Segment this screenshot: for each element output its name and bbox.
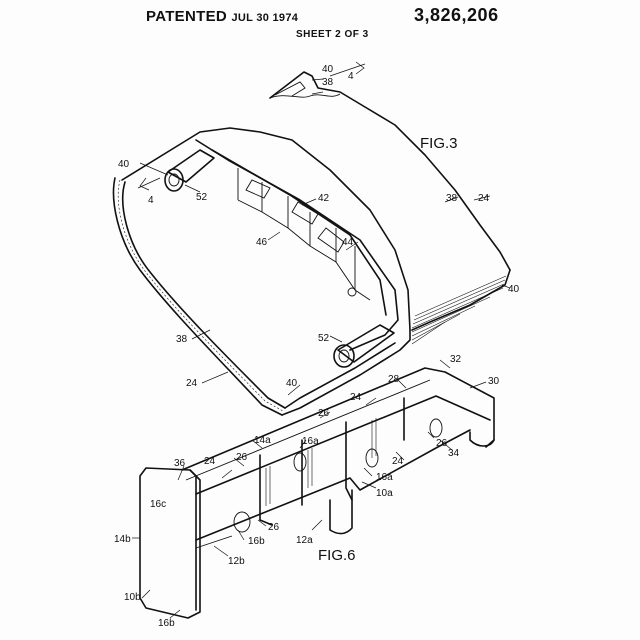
section-mark-top: 4 <box>348 71 354 82</box>
fig6-label: FIG.6 <box>318 547 356 564</box>
ref-52-top: 52 <box>196 192 208 203</box>
ref-26-b: 26 <box>436 438 448 449</box>
ref-10b: 10b <box>124 592 141 603</box>
ref-16a-b: 16a <box>376 472 393 483</box>
fig6-leg-right <box>469 431 495 447</box>
fig3-rail <box>195 139 399 351</box>
fig6-end-panel <box>139 467 201 619</box>
ref-12a: 12a <box>296 535 313 546</box>
ref-16b-a: 16b <box>248 536 265 547</box>
ref-34: 34 <box>448 448 460 459</box>
fig3-torn-edge <box>269 93 341 99</box>
ref-40-top: 40 <box>322 64 334 75</box>
fig3-end-boss-bottom <box>333 324 395 368</box>
patented-date: JUL 30 1974 <box>231 12 299 24</box>
ref-14a: 14a <box>254 435 271 446</box>
patent-number: 3,826,206 <box>414 5 499 25</box>
ref-38-right: 38 <box>446 193 458 204</box>
reference-numerals: 40 38 40 52 42 38 24 46 44 40 52 38 24 4… <box>114 64 520 629</box>
fig6-dividers <box>259 397 405 526</box>
ref-26-d: 26 <box>268 522 280 533</box>
ref-30: 30 <box>488 376 500 387</box>
fig3-label: FIG.3 <box>420 135 458 152</box>
fig3-bead-pattern <box>117 179 284 412</box>
fig3-drawing <box>112 61 511 416</box>
ref-38-left: 38 <box>176 334 188 345</box>
fig3-end-boss-top <box>164 149 215 192</box>
ref-26-c: 26 <box>236 452 248 463</box>
section-line-top <box>329 61 366 77</box>
ref-26-a: 26 <box>318 408 330 419</box>
ref-24-right: 24 <box>478 193 490 204</box>
ref-44: 44 <box>342 237 354 248</box>
ref-24-mid: 24 <box>350 392 362 403</box>
fig3-ribs <box>411 275 507 345</box>
ref-14b: 14b <box>114 534 131 545</box>
fig3-panel-near-edge <box>121 127 411 331</box>
ref-38-top: 38 <box>322 77 334 88</box>
ref-24-f6b: 24 <box>392 456 404 467</box>
ref-24-left: 24 <box>186 378 198 389</box>
ref-42: 42 <box>318 193 330 204</box>
ref-32: 32 <box>450 354 462 365</box>
ref-24-f6: 24 <box>204 456 216 467</box>
fig3-panel-top-edge <box>269 71 511 271</box>
ref-36: 36 <box>174 458 186 469</box>
ref-10a: 10a <box>376 488 393 499</box>
ref-16a-a: 16a <box>302 436 319 447</box>
sheet-number: SHEET 2 OF 3 <box>296 29 369 40</box>
fig6-leg-mid <box>329 489 353 535</box>
patented-label: PATENTED <box>146 8 228 25</box>
ref-12b: 12b <box>228 556 245 567</box>
ref-40-left: 40 <box>118 159 130 170</box>
section-mark-left: 4 <box>148 195 154 206</box>
fig3-panel-side <box>411 269 511 331</box>
ref-16b-b: 16b <box>158 618 175 629</box>
section-line-left <box>137 177 161 191</box>
ref-28: 28 <box>388 374 400 385</box>
ref-40-right: 40 <box>508 284 520 295</box>
ref-52-bottom: 52 <box>318 333 330 344</box>
ref-40-bottom: 40 <box>286 378 298 389</box>
fig6-drawing <box>132 359 495 619</box>
ref-16c: 16c <box>150 499 166 510</box>
patented-date-header: PATENTED JUL 30 1974 <box>146 8 298 25</box>
ref-46: 46 <box>256 237 268 248</box>
